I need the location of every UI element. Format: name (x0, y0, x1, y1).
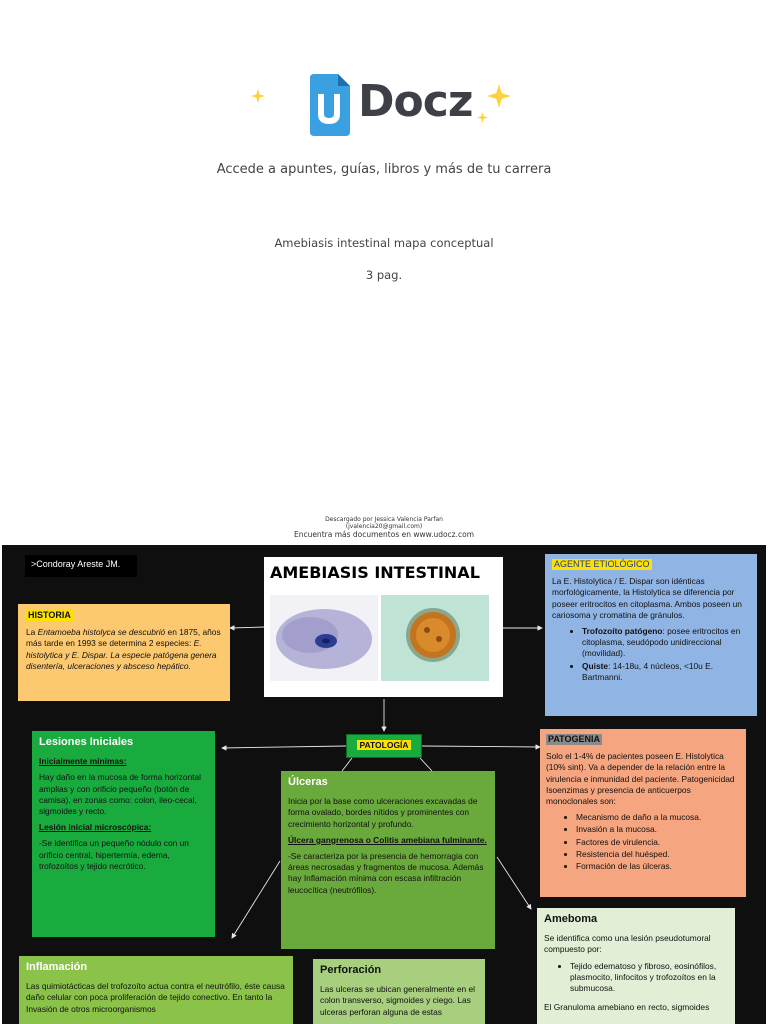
page-count: 3 pag. (365, 268, 403, 282)
lesiones-sub1: Inicialmente mínimas: (39, 756, 127, 767)
author-text: >Condoray Areste JM. (31, 559, 121, 569)
list-item: Formación de las úlceras. (576, 861, 740, 872)
ameboma-box: Ameboma Se identifica como una lesión ps… (537, 908, 735, 1024)
cyst-image (381, 595, 489, 681)
perforacion-box: Perforación Las ulceras se ubican genera… (313, 959, 485, 1024)
download-email: (jvalencia20@gmail.com) (345, 523, 423, 530)
lesiones-header: Lesiones Iniciales (39, 736, 134, 748)
tagline: Accede a apuntes, guías, libros y más de… (216, 162, 552, 177)
list-item: Resistencia del huésped. (576, 849, 740, 860)
agente-header: AGENTE ETIOLÓGICO (552, 559, 652, 571)
historia-box: HISTORIA La Entamoeba histolyca se descu… (18, 604, 230, 701)
download-note: Descargado por Jessica Valencia Parfan (… (0, 516, 768, 539)
author-label: >Condoray Areste JM. (25, 555, 137, 577)
patogenia-list: Mecanismo de daño a la mucosa. Invasión … (576, 812, 740, 872)
patogenia-header: PATOGENIA (546, 734, 603, 746)
list-item: Trofozoíto patógeno: posee eritrocitos e… (582, 626, 750, 660)
inflamacion-header: Inflamación (26, 961, 88, 973)
patologia-label: PATOLOGÍA (357, 740, 411, 750)
list-item: Tejido edematoso y fibroso, eosinófilos,… (570, 961, 728, 995)
ameboma-text2: El Granuloma amebiano en recto, sigmoide… (544, 1002, 710, 1013)
document-title: Amebiasis intestinal mapa conceptual (274, 236, 494, 250)
ulceras-sub: Úlcera gangrenosa o Colitis amebiana ful… (288, 834, 487, 845)
sparkle-icon (251, 88, 265, 107)
logo-wordmark: Docz (358, 76, 473, 127)
lesiones-sub2: Lesión inicial microscópica: (39, 822, 152, 833)
trophozoite-image (270, 595, 378, 681)
sparkle-icon (487, 84, 511, 112)
patogenia-box: PATOGENIA Solo el 1-4% de pacientes pose… (540, 729, 746, 897)
lesiones-text1: Hay daño en la mucosa de forma horizonta… (39, 772, 202, 817)
agente-text: La E. Histolytica / E. Dispar son idénti… (552, 576, 742, 620)
ulceras-box: Úlceras Inicia por la base como ulceraci… (281, 771, 495, 949)
udocz-logo[interactable]: Docz (308, 72, 473, 138)
ameboma-list: Tejido edematoso y fibroso, eosinófilos,… (570, 961, 728, 995)
historia-text: La Entamoeba histolyca se descubrió en 1… (26, 627, 221, 671)
list-item: Mecanismo de daño a la mucosa. (576, 812, 740, 823)
perforacion-text: Las ulceras se ubican generalmente en el… (320, 984, 476, 1017)
ulceras-header: Úlceras (288, 776, 328, 788)
historia-header: HISTORIA (26, 610, 73, 622)
cover-page: Docz Accede a apuntes, guías, libros y m… (0, 72, 768, 539)
agente-etiologico-box: AGENTE ETIOLÓGICO La E. Histolytica / E.… (545, 554, 757, 716)
agente-list: Trofozoíto patógeno: posee eritrocitos e… (582, 626, 750, 683)
download-user: Descargado por Jessica Valencia Parfan (325, 516, 443, 523)
list-item: Quiste: 14-18u, 4 núcleos, <10u E. Bartm… (582, 661, 750, 683)
patogenia-text: Solo el 1-4% de pacientes poseen E. Hist… (546, 751, 735, 807)
ameboma-text: Se identifica como una lesión pseudotumo… (544, 933, 711, 955)
inflamacion-text: Las quimiotácticas del trofozoíto actua … (26, 981, 285, 1014)
list-item: Factores de virulencia. (576, 837, 740, 848)
concept-map-page: >Condoray Areste JM. AMEBIASIS INTESTINA… (2, 545, 766, 1024)
lesiones-iniciales-box: Lesiones Iniciales Inicialmente mínimas:… (32, 731, 215, 937)
inflamacion-box: Inflamación Las quimiotácticas del trofo… (19, 956, 293, 1024)
download-more-link[interactable]: Encuentra más documentos en www.udocz.co… (293, 530, 475, 539)
sparkle-icon (477, 108, 488, 127)
document-icon (310, 74, 350, 136)
ulceras-text1: Inicia por la base como ulceraciones exc… (288, 796, 478, 829)
ulceras-text2: -Se caracteriza por la presencia de hemo… (288, 851, 484, 895)
ameboma-header: Ameboma (544, 913, 598, 925)
map-title: AMEBIASIS INTESTINAL (270, 563, 480, 582)
patologia-node: PATOLOGÍA (346, 734, 422, 758)
list-item: Invasión a la mucosa. (576, 824, 740, 835)
title-card: AMEBIASIS INTESTINAL (264, 557, 503, 697)
perforacion-header: Perforación (320, 964, 382, 976)
lesiones-text2: -Se identifica un pequeño nódulo con un … (39, 838, 189, 871)
